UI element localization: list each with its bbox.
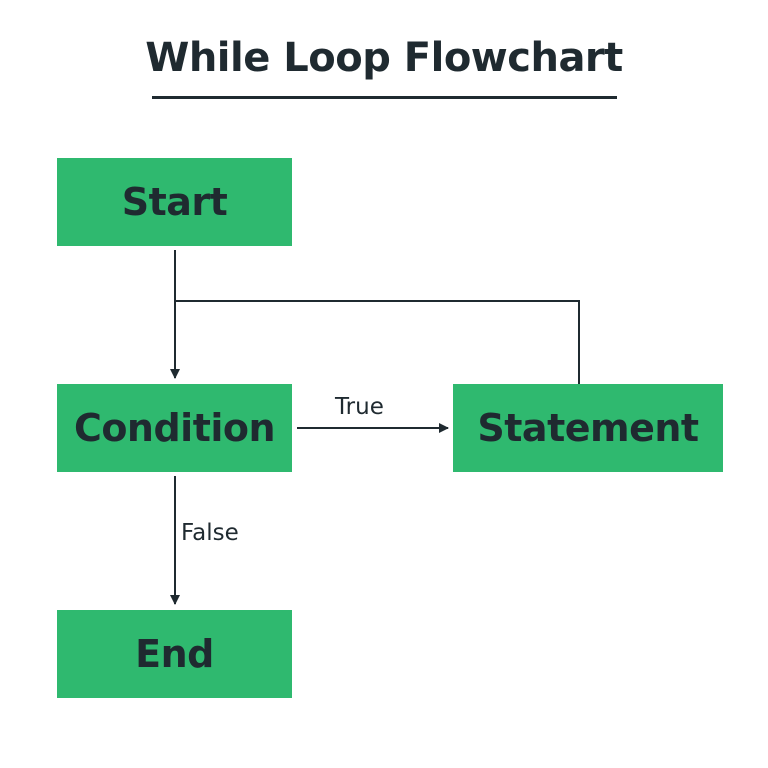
loop-back-line — [175, 300, 580, 384]
end-node: End — [57, 610, 292, 698]
statement-node: Statement — [453, 384, 723, 472]
true-edge-label: True — [335, 394, 384, 420]
false-edge-label: False — [181, 520, 239, 546]
diagram-title: While Loop Flowchart — [145, 35, 623, 81]
start-node: Start — [57, 158, 292, 246]
condition-node: Condition — [57, 384, 292, 472]
title-underline — [152, 96, 617, 99]
